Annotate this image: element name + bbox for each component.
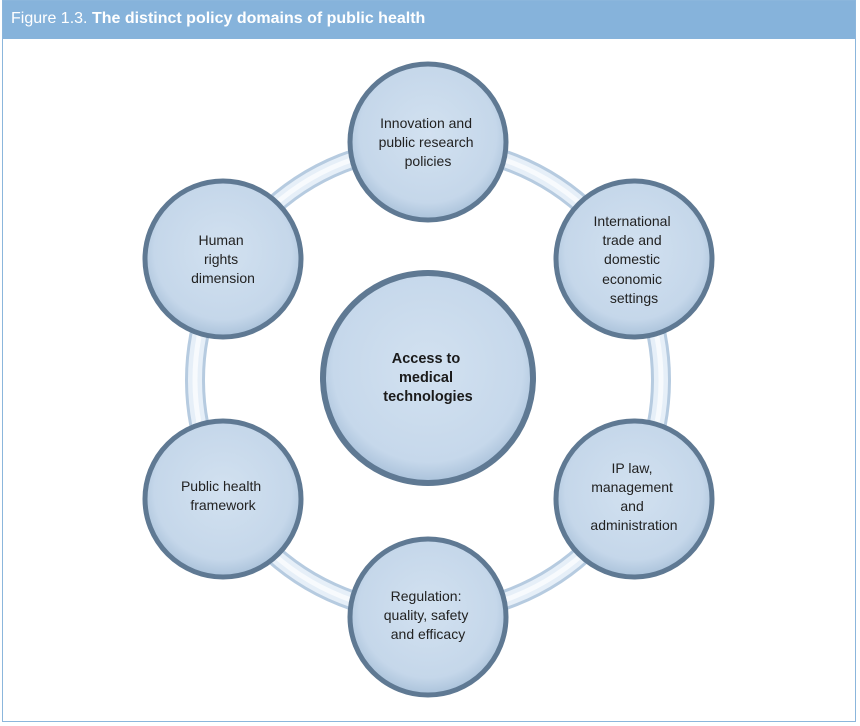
node-regulation: Regulation: quality, safety and efficacy [347,536,509,698]
node-trade-line-1: International [594,213,671,229]
node-ip-law-line-1: IP law, [612,460,653,476]
node-public-health-line-1: Public health [181,478,261,494]
node-innovation-line-3: policies [405,153,452,169]
node-ip-law: IP law, management and administration [553,418,715,580]
node-trade-line-2: trade and [602,232,661,248]
center-line-2: medical [399,370,453,386]
figure-header: Figure 1.3. The distinct policy domains … [3,1,855,39]
node-human-rights: Human rights dimension [142,178,304,340]
figure-title: The distinct policy domains of public he… [91,10,426,27]
node-regulation-label: Regulation: quality, safety and efficacy [384,588,472,642]
node-ip-law-line-2: management [591,479,673,495]
center-line-3: technologies [383,389,472,405]
node-trade-line-3: domestic [604,251,660,267]
node-human-rights-line-2: rights [204,251,238,267]
center-label: Access to medical technologies [383,351,472,405]
node-human-rights-label: Human rights dimension [191,232,255,286]
center-line-1: Access to [392,351,461,367]
node-innovation-line-1: Innovation and [380,115,472,131]
node-public-health-line-2: framework [190,497,256,513]
node-trade: International trade and domestic economi… [553,178,715,340]
node-regulation-line-1: Regulation: [391,588,462,604]
node-regulation-line-3: and efficacy [391,626,465,642]
node-public-health-label: Public health framework [181,478,265,513]
node-public-health: Public health framework [142,418,304,580]
figure-label: Figure 1.3. [11,10,88,27]
node-regulation-line-2: quality, safety [384,607,469,623]
node-ip-law-line-4: administration [590,517,677,533]
node-innovation: Innovation and public research policies [347,61,509,223]
node-human-rights-line-3: dimension [191,270,255,286]
node-ip-law-label: IP law, management and administration [590,460,677,533]
node-innovation-label: Innovation and public research policies [379,115,478,169]
node-trade-label: International trade and domestic economi… [594,213,675,306]
node-trade-line-5: settings [610,290,658,306]
node-ip-law-line-3: and [620,498,643,514]
center-node: Access to medical technologies [320,270,536,486]
node-trade-line-4: economic [602,271,662,287]
node-innovation-line-2: public research [379,134,474,150]
node-human-rights-line-1: Human [198,232,243,248]
